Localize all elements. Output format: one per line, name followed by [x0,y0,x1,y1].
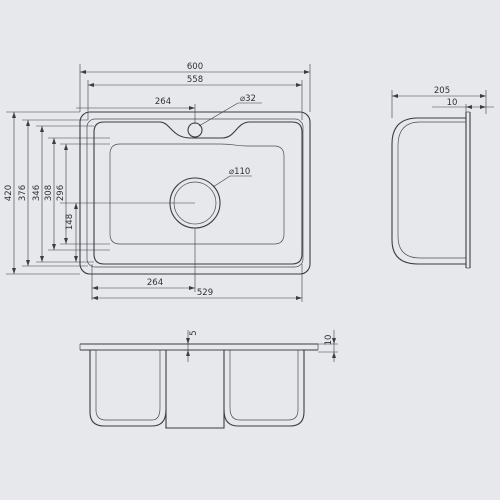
drain-hole-label: ⌀110 [229,167,250,177]
dim-264-top-label: 264 [155,97,171,107]
dim-296-label: 296 [56,185,66,201]
side-view: 205 10 [391,86,494,269]
dim-376-label: 376 [18,185,28,201]
dim-10-front-label: 10 [324,335,334,346]
dim-205-label: 205 [434,86,450,96]
dim-420-label: 420 [4,185,14,201]
front-view: 5 10 [79,330,338,429]
top-view: 600 558 264 ⌀32 ⌀110 420 [4,62,311,302]
dim-558-label: 558 [187,75,203,85]
tap-hole-label: ⌀32 [240,94,256,104]
dim-10-side-label: 10 [447,98,458,108]
dim-264-bottom-label: 264 [147,278,163,288]
tap-hole [187,122,203,138]
dim-148-label: 148 [65,214,75,230]
dim-529-label: 529 [197,288,213,298]
front-bowl-outline [89,350,167,427]
bowl-bottom-outline [109,143,285,245]
side-bowl-outline [391,117,466,265]
dim-5-label: 5 [189,330,199,335]
dim-346-label: 346 [32,185,42,201]
dim-600-label: 600 [187,62,203,72]
bowl-outline [93,121,303,265]
dim-308-label: 308 [44,185,54,201]
